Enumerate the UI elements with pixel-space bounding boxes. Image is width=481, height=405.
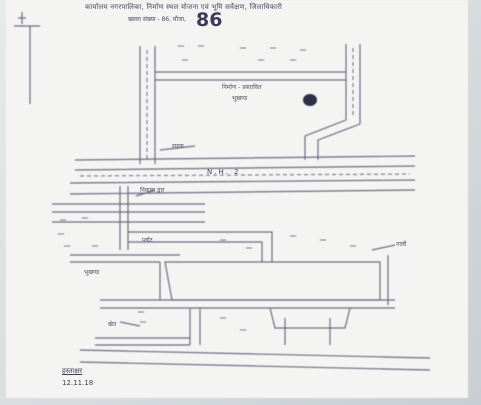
building-label: निर्माण - प्रस्तावित bbox=[222, 84, 262, 91]
building-label-2: भूखण्ड bbox=[232, 95, 248, 102]
road-side-label: सड़क bbox=[172, 143, 184, 150]
bottom-road bbox=[79, 349, 431, 371]
bottom-field-label: खेत bbox=[108, 321, 117, 328]
paper-sheet bbox=[6, 0, 468, 398]
header-line-2: खसरा संख्या - 86, मौजा, बस्ती bbox=[128, 16, 188, 23]
plot-label: भूखण्ड bbox=[84, 269, 100, 276]
center-plot-label: प्लॉट bbox=[142, 237, 153, 244]
drain-bend bbox=[304, 119, 361, 160]
left-channel-label: निकास द्वार bbox=[140, 187, 165, 194]
signature: हस्ताक्षर bbox=[62, 367, 83, 375]
top-plot-right-wall bbox=[345, 44, 361, 124]
highway-name: N.H. 2 bbox=[207, 168, 241, 176]
top-plot-left-wall bbox=[139, 46, 156, 164]
highway-road bbox=[69, 155, 416, 195]
top-plot-boundary bbox=[155, 71, 346, 81]
signature-date: 12.11.18 bbox=[62, 379, 94, 387]
ink-smudge bbox=[303, 94, 317, 106]
header-line-1: कार्यालय नगरपालिका, निर्माण स्थल योजना ए… bbox=[85, 3, 283, 11]
right-drain-label: नाली bbox=[396, 241, 407, 248]
plot-number: 86 bbox=[196, 9, 223, 31]
middle-plot bbox=[128, 231, 273, 262]
